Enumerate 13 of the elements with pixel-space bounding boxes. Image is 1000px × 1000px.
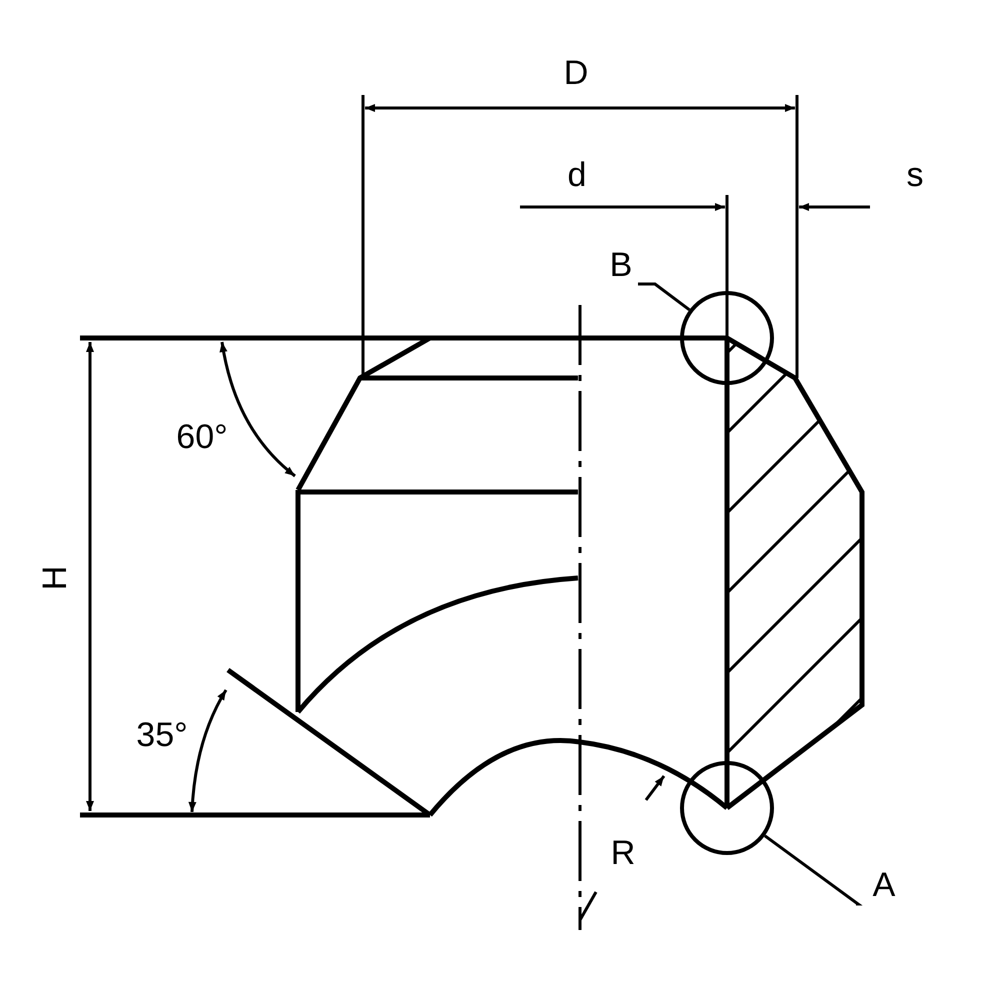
- leader-line: [638, 282, 690, 311]
- leader-line: [764, 834, 863, 906]
- dimension-label: d: [566, 158, 588, 194]
- detail-label: B: [604, 248, 638, 284]
- detail-circle: [680, 761, 774, 855]
- dimension-label: H: [38, 564, 74, 592]
- dimension-label: s: [906, 158, 924, 194]
- dimension-label: 60°: [175, 420, 229, 456]
- dimension-label: 35°: [135, 718, 189, 754]
- dimension-label: R: [610, 836, 636, 872]
- detail-label: A: [856, 868, 912, 904]
- dimension-label: D: [562, 56, 590, 92]
- detail-circle: [680, 291, 774, 385]
